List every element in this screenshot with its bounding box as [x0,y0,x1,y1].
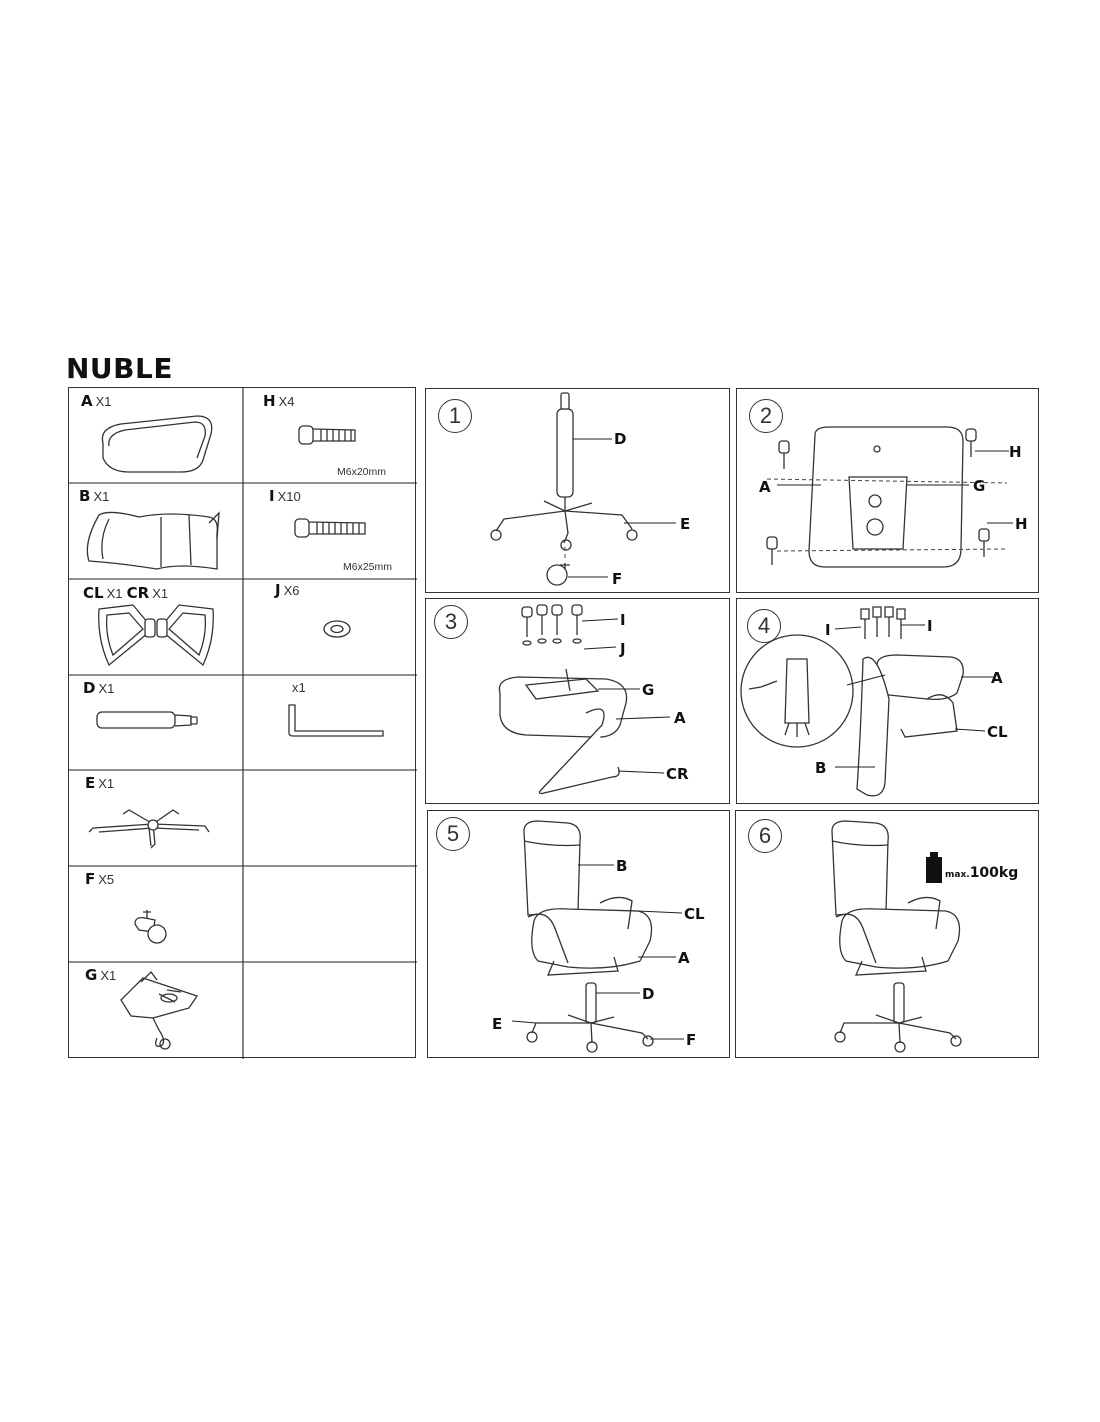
part-letter: CR [126,584,150,602]
part-label: G [642,681,654,699]
part-qty: x1 [292,680,306,695]
long-bolt-icon [294,518,366,538]
part-letter: CL [83,584,104,602]
step-number: 3 [434,605,468,639]
part-letter: I [269,487,275,505]
step-number: 5 [436,817,470,851]
part-label: F [612,570,622,588]
part-letter: F [85,870,96,888]
part-qty: X4 [278,394,295,409]
part-label: H [1015,515,1028,533]
part-label: F [686,1031,696,1049]
star-base-icon [88,809,210,849]
step-number: 4 [747,609,781,643]
step-2-panel: 2 H A G H [736,388,1039,593]
part-qty: X10 [277,489,301,504]
step-6-panel: 6 max.100kg [735,810,1039,1058]
part-label: CL [987,723,1008,741]
step-2-diagram: H A G H [759,426,1028,568]
part-qty: X6 [283,583,300,598]
part-letter: E [85,774,96,792]
part-label: CL [684,905,705,923]
empty-cell [243,866,417,962]
step-1-diagram: D E F [490,392,690,588]
part-qty: X1 [106,586,123,601]
backrest-icon [86,511,220,570]
part-label: B [616,857,627,875]
part-qty: X1 [95,394,112,409]
part-label: D [614,430,626,448]
step-4-diagram: I I A CL B [740,606,1008,797]
step-1-panel: 1 D E F [425,388,730,593]
step-number: 1 [438,399,472,433]
seat-icon [101,415,213,473]
page-title: NUBLE [66,352,173,385]
part-label: E [680,515,690,533]
weight-limit: max.100kg [945,865,1018,881]
allen-key-icon [288,704,384,737]
part-label: I [927,617,933,635]
part-label: D [642,985,654,1003]
part-label: A [991,669,1003,687]
part-letter: B [79,487,91,505]
part-spec: M6x25mm [343,561,393,573]
part-qty: X1 [100,968,117,983]
empty-cell [243,962,417,1059]
part-label: G [973,477,985,495]
short-bolt-icon [298,425,356,445]
step-3-panel: 3 I J G A CR [425,598,730,804]
weight-prefix: max. [945,870,970,880]
weight-value: 100kg [970,865,1019,881]
step-6-diagram: max.100kg [831,820,1018,1053]
part-letter: H [263,392,276,410]
part-label: E [492,1015,502,1033]
part-letter: A [81,392,93,410]
part-letter: J [275,581,281,599]
part-qty: X1 [93,489,110,504]
weight-icon [926,852,942,883]
part-spec: M6x20mm [337,466,387,478]
step-number: 6 [748,819,782,853]
part-qty: X1 [98,776,115,791]
part-letter: G [85,966,98,984]
part-label: CR [666,765,689,783]
part-qty: X1 [152,586,169,601]
part-label: A [674,709,686,727]
parts-grid [69,388,417,1059]
step-4-panel: 4 I I A CL B [736,598,1039,804]
part-label: H [1009,443,1022,461]
part-qty: X5 [98,872,115,887]
part-label: A [759,478,771,496]
armrests-icon [98,604,214,667]
part-cell-allen-key: x1 [243,675,417,770]
mechanism-icon [120,971,199,1050]
caster-icon [134,910,167,944]
part-letter: D [83,679,96,697]
step-3-diagram: I J G A CR [498,604,689,795]
part-label: A [678,949,690,967]
part-label: I [620,611,626,629]
washer-icon [323,620,351,638]
step-5-diagram: B CL A D E F [492,820,705,1053]
part-label: I [825,621,831,639]
part-label: J [619,640,626,658]
part-label: B [815,759,826,777]
step-5-panel: 5 B CL A D E F [427,810,730,1058]
part-qty: X1 [98,681,115,696]
empty-cell [243,770,417,866]
gas-cylinder-icon [96,711,198,729]
step-number: 2 [749,399,783,433]
